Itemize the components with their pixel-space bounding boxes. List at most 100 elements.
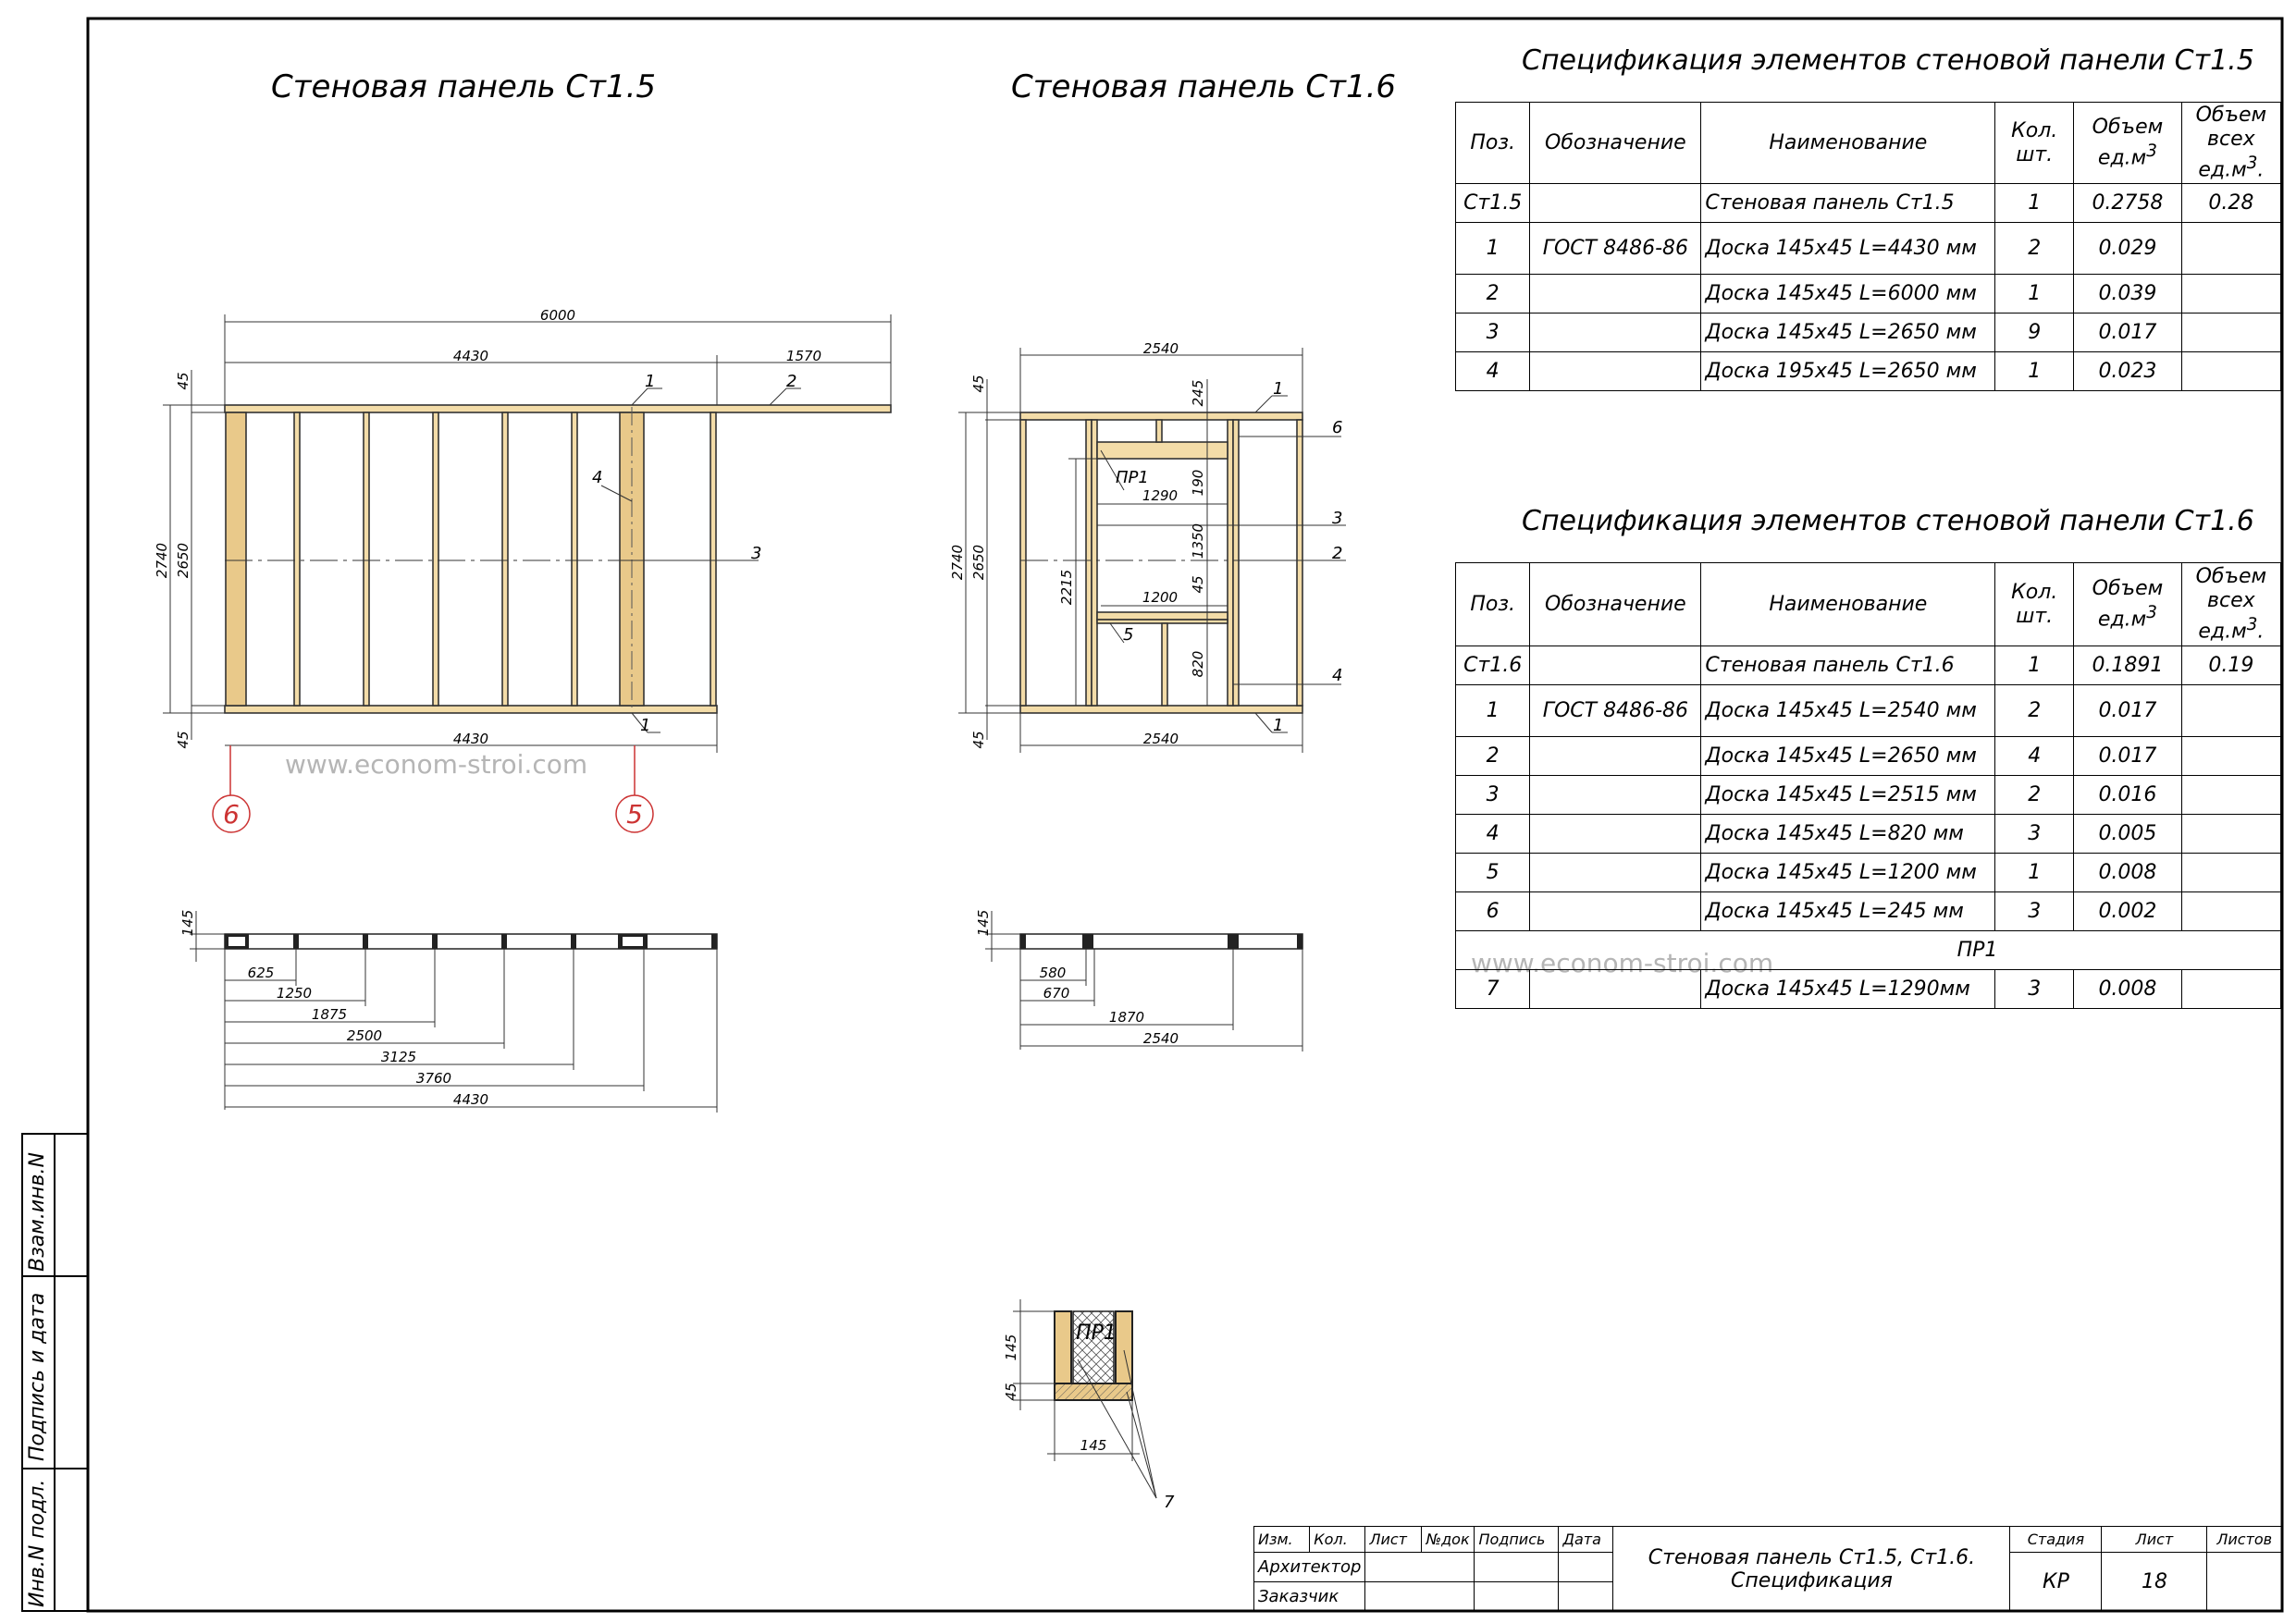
- dim-h-stud: 2650: [175, 543, 191, 578]
- cell-name: Доска 145x45 L=2650 мм: [1700, 736, 1996, 776]
- cell-vol_all: [2180, 351, 2282, 391]
- header-designation: Обозначение: [1529, 102, 1702, 184]
- table-group-row: ПР1: [1455, 930, 2281, 970]
- panel-b-title: Стеновая панель Ст1.6: [1011, 68, 1397, 105]
- stamp-col: Изм.: [1253, 1526, 1311, 1553]
- dim-lower-h: 820: [1190, 651, 1206, 678]
- cell-vol: 0.008: [2073, 853, 2182, 892]
- pos-label: 1: [1273, 716, 1283, 735]
- header-name: Наименование: [1700, 102, 1996, 184]
- cell-pos: 3: [1454, 775, 1531, 815]
- cell-vol: 0.016: [2073, 775, 2182, 815]
- axis-label: 5: [626, 799, 643, 830]
- cell-name: Доска 145x45 L=2540 мм: [1700, 684, 1996, 737]
- panel-b-labels: 2540 2540 2740 2650 45 45 245 190 1290 1…: [949, 340, 1342, 1047]
- dim-sill: 45: [1190, 575, 1206, 593]
- cell-vol_all: [2180, 736, 2282, 776]
- cell-vol: 0.039: [2073, 274, 2182, 314]
- plan-dim: 4430: [453, 1091, 488, 1108]
- stamp-stage: КР: [2009, 1552, 2103, 1612]
- dim-cripple: 245: [1190, 380, 1206, 407]
- dim-total: 6000: [540, 307, 575, 324]
- axis-label: 6: [223, 799, 240, 830]
- spec-a-table: Поз. Обозначение Наименование Кол.шт. Об…: [1454, 102, 2282, 391]
- panel-b-plan-dims: [985, 911, 1303, 1051]
- stamp-sheet: 18: [2101, 1552, 2208, 1612]
- cell-vol_all: [2180, 775, 2282, 815]
- stamp-col: Дата: [1558, 1526, 1614, 1553]
- section-labels: ПР1 145 45 145 7: [1003, 1322, 1175, 1512]
- dim-top-plate: 45: [175, 372, 191, 389]
- cell-name: Стеновая панель Ст1.5: [1700, 183, 1996, 223]
- dim-main: 4430: [453, 348, 488, 364]
- cell-vol: 0.017: [2073, 684, 2182, 737]
- dim-bottom: 4430: [453, 731, 488, 747]
- plan-dim: 3760: [416, 1070, 451, 1087]
- header-pos: Поз.: [1454, 562, 1531, 646]
- cell-vol_all: 0.28: [2180, 183, 2282, 223]
- cell-qty: 3: [1994, 969, 2075, 1009]
- cell-name: Доска 145x45 L=4430 мм: [1700, 222, 1996, 275]
- section-dim-t: 45: [1003, 1383, 1019, 1400]
- cell-designation: [1529, 274, 1702, 314]
- spec-a-title: Спецификация элементов стеновой панели С…: [1522, 44, 2254, 77]
- cell-vol: 0.017: [2073, 313, 2182, 352]
- pos-label: 3: [1332, 509, 1342, 528]
- dim-plan-t: 145: [179, 910, 196, 937]
- cell-qty: 3: [1994, 814, 2075, 854]
- section-pr1: [1013, 1299, 1157, 1499]
- cell-name: Доска 145x45 L=1290мм: [1700, 969, 1996, 1009]
- cell-pos: 1: [1454, 222, 1531, 275]
- dim-bottom: 2540: [1143, 731, 1179, 747]
- stamp-col: Подпись: [1474, 1526, 1560, 1553]
- pos-label: 2: [786, 372, 796, 391]
- cell-pos: Ст1.5: [1454, 183, 1531, 223]
- lintel-label: ПР1: [1116, 468, 1149, 487]
- cell-vol_all: [2180, 969, 2282, 1009]
- cell-qty: 9: [1994, 313, 2075, 352]
- stud: [501, 412, 509, 707]
- cell-vol_all: [2180, 274, 2282, 314]
- dim-h-total: 2740: [154, 543, 170, 578]
- stamp-sheet-h: Лист: [2101, 1526, 2208, 1553]
- cell-vol_all: 0.19: [2180, 646, 2282, 685]
- stamp-stage-h: Стадия: [2009, 1526, 2103, 1553]
- stamp-sheets: [2206, 1552, 2282, 1612]
- header-pos: Поз.: [1454, 102, 1531, 184]
- dim-opening: 2215: [1058, 570, 1075, 605]
- header-designation: Обозначение: [1529, 562, 1702, 646]
- pos-label: 1: [1273, 379, 1283, 399]
- cell-designation: [1529, 313, 1702, 352]
- cell-vol_all: [2180, 684, 2282, 737]
- dim-h-stud: 2650: [970, 545, 987, 580]
- cell-qty: 1: [1994, 351, 2075, 391]
- dim-lower-w: 1200: [1142, 589, 1178, 606]
- cell-designation: [1529, 969, 1702, 1009]
- cell-pos: 4: [1454, 351, 1531, 391]
- pos-label: 2: [1332, 544, 1342, 563]
- cell-name: Доска 195x45 L=2650 мм: [1700, 351, 1996, 391]
- dim-header: 190: [1190, 470, 1206, 497]
- stamp-role: Заказчик: [1253, 1581, 1366, 1612]
- plan-dim: 670: [1043, 985, 1070, 1002]
- header-qty: Кол.шт.: [1994, 562, 2075, 646]
- watermark: www.econom-stroi.com: [285, 749, 588, 780]
- cell-name: Доска 145x45 L=820 мм: [1700, 814, 1996, 854]
- panel-a-plan: [224, 933, 718, 950]
- pos-label: 4: [1332, 666, 1342, 685]
- stamp-sheets-h: Листов: [2206, 1526, 2282, 1553]
- cell-vol: 0.017: [2073, 736, 2182, 776]
- plan-dim: 3125: [381, 1049, 416, 1065]
- stamp-col: Лист: [1364, 1526, 1423, 1553]
- cell-name: Доска 145x45 L=6000 мм: [1700, 274, 1996, 314]
- cell-qty: 1: [1994, 853, 2075, 892]
